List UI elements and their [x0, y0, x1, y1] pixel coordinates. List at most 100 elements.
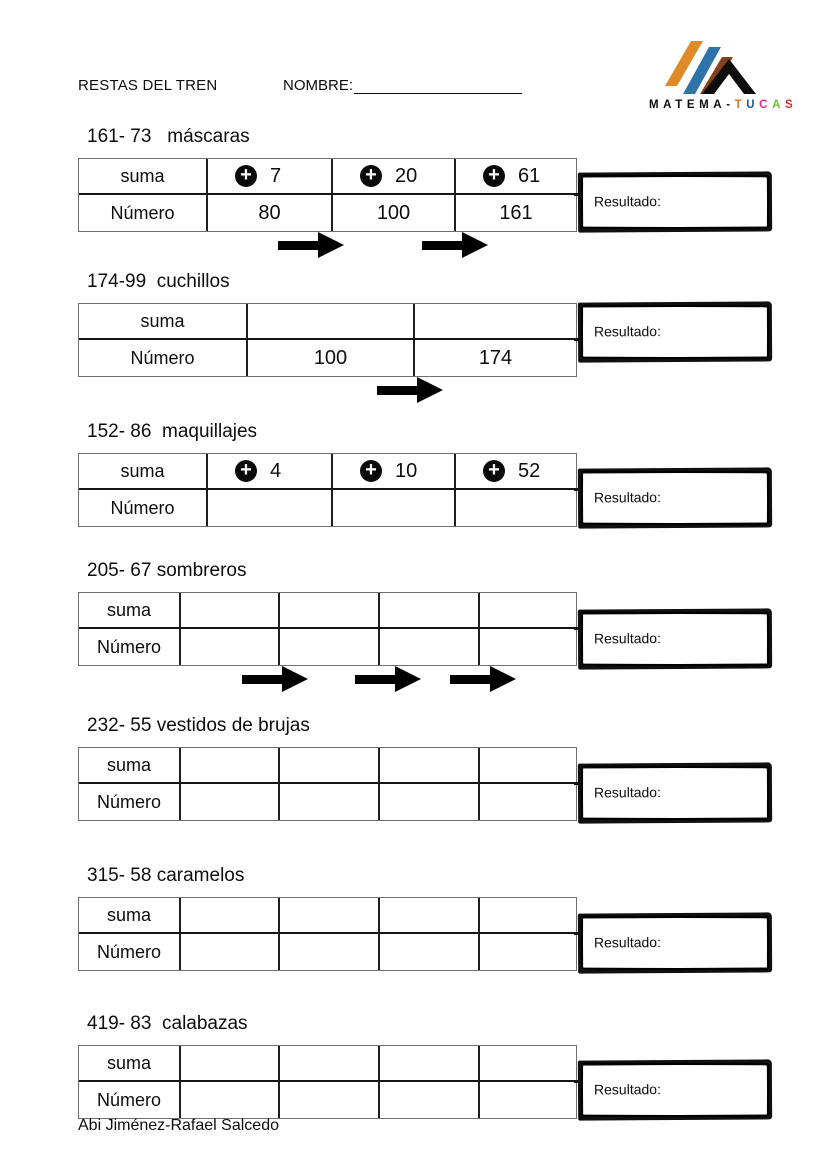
suma-cell[interactable] — [278, 1046, 378, 1082]
numero-cell[interactable] — [278, 1082, 378, 1118]
result-box[interactable]: Resultado: — [577, 762, 773, 824]
suma-value: 20 — [395, 164, 418, 187]
result-box[interactable]: Resultado: — [577, 1059, 773, 1121]
logo-wordmark: MATEMA-TUCAS — [649, 99, 818, 111]
logo-peak-icon — [702, 59, 756, 94]
suma-cell[interactable] — [378, 1046, 478, 1082]
suma-value: 10 — [395, 459, 418, 482]
numero-cell[interactable] — [378, 1082, 478, 1118]
section-title: 205- 67 sombreros — [87, 560, 247, 581]
logo-text-black: MATEMA- — [649, 99, 735, 111]
result-box[interactable]: Resultado: — [577, 467, 773, 529]
numero-cell[interactable] — [478, 1082, 576, 1118]
logo-letter: C — [759, 99, 773, 111]
logo-stripe-orange — [665, 41, 703, 86]
result-label: Resultado: — [593, 1081, 661, 1098]
suma-row-label: suma — [79, 454, 206, 490]
numero-cell[interactable] — [278, 934, 378, 970]
numero-row-label: Número — [96, 791, 162, 812]
result-box[interactable]: Resultado: — [577, 301, 773, 363]
suma-cell[interactable] — [278, 898, 378, 934]
numero-cell[interactable] — [179, 1082, 278, 1118]
numero-cell[interactable] — [454, 490, 576, 526]
result-box[interactable]: Resultado: — [577, 608, 773, 670]
numero-cell[interactable] — [278, 629, 378, 665]
plus-icon: + — [360, 460, 382, 482]
suma-cell[interactable] — [378, 748, 478, 784]
numero-row-label: Número — [110, 202, 175, 223]
result-box[interactable]: Resultado: — [577, 912, 773, 974]
section-title: 232- 55 vestidos de brujas — [87, 715, 310, 736]
suma-row-label: suma — [79, 898, 179, 934]
suma-cell[interactable] — [378, 593, 478, 629]
suma-cell[interactable] — [478, 748, 576, 784]
result-label: Resultado: — [593, 193, 661, 210]
numero-cell[interactable] — [331, 490, 454, 526]
suma-cell[interactable] — [179, 748, 278, 784]
logo-letter: S — [784, 99, 798, 111]
suma-cell[interactable] — [478, 1046, 576, 1082]
name-field: NOMBRE: — [283, 77, 523, 94]
numero-cell[interactable] — [378, 934, 478, 970]
result-box[interactable]: Resultado: — [577, 171, 773, 233]
suma-value: 52 — [518, 459, 541, 482]
suma-cell[interactable] — [478, 593, 576, 629]
suma-cell[interactable] — [278, 748, 378, 784]
suma-cell: +20 — [331, 159, 454, 195]
numero-cell[interactable] — [179, 629, 278, 665]
suma-value: 7 — [270, 164, 282, 187]
section-title: 152- 86 maquillajes — [87, 421, 258, 442]
numero-row-label: Número — [130, 347, 195, 368]
section-title: 315- 58 caramelos — [87, 865, 245, 886]
matematucas-logo: MATEMA-TUCAS — [643, 34, 818, 120]
author-credit: Abi Jiménez-Rafael Salcedo — [78, 1117, 279, 1134]
numero-cell[interactable] — [179, 784, 278, 820]
name-label: NOMBRE: — [283, 77, 354, 94]
section-title: 161- 73 máscaras — [87, 126, 250, 147]
arrow-right-icon — [422, 232, 488, 258]
suma-cell[interactable] — [246, 304, 413, 340]
suma-cell[interactable] — [413, 304, 576, 340]
logo-letter: A — [772, 99, 785, 111]
result-label: Resultado: — [593, 323, 661, 340]
suma-cell: +7 — [206, 159, 331, 195]
numero-cell[interactable] — [278, 784, 378, 820]
suma-row-label: suma — [79, 593, 179, 629]
arrow-right-icon — [242, 666, 308, 692]
numero-cell: 100 — [331, 195, 454, 231]
numero-row-label: Número — [96, 636, 162, 657]
arrow-right-icon — [278, 232, 344, 258]
numero-cell[interactable] — [478, 784, 576, 820]
numero-row-label: Número — [96, 941, 162, 962]
suma-cell[interactable] — [179, 593, 278, 629]
suma-cell[interactable] — [179, 898, 278, 934]
logo-text-colored: TUCAS — [735, 99, 798, 111]
numero-cell[interactable] — [378, 629, 478, 665]
suma-cell[interactable] — [378, 898, 478, 934]
suma-row-label: suma — [79, 1046, 179, 1082]
name-fill-line[interactable] — [354, 77, 523, 94]
numero-cell[interactable] — [206, 490, 331, 526]
arrow-right-icon — [355, 666, 421, 692]
suma-cell[interactable] — [278, 593, 378, 629]
numero-cell[interactable] — [478, 629, 576, 665]
numero-cell[interactable] — [179, 934, 278, 970]
section-title: 419- 83 calabazas — [87, 1013, 248, 1034]
numero-cell[interactable] — [378, 784, 478, 820]
arrow-right-icon — [450, 666, 516, 692]
plus-icon: + — [483, 165, 505, 187]
suma-cell[interactable] — [179, 1046, 278, 1082]
suma-cell[interactable] — [478, 898, 576, 934]
worksheet-title: RESTAS DEL TREN — [78, 77, 218, 94]
numero-cell[interactable] — [478, 934, 576, 970]
result-label: Resultado: — [593, 489, 661, 506]
suma-cell: +4 — [206, 454, 331, 490]
numero-cell: 161 — [454, 195, 576, 231]
